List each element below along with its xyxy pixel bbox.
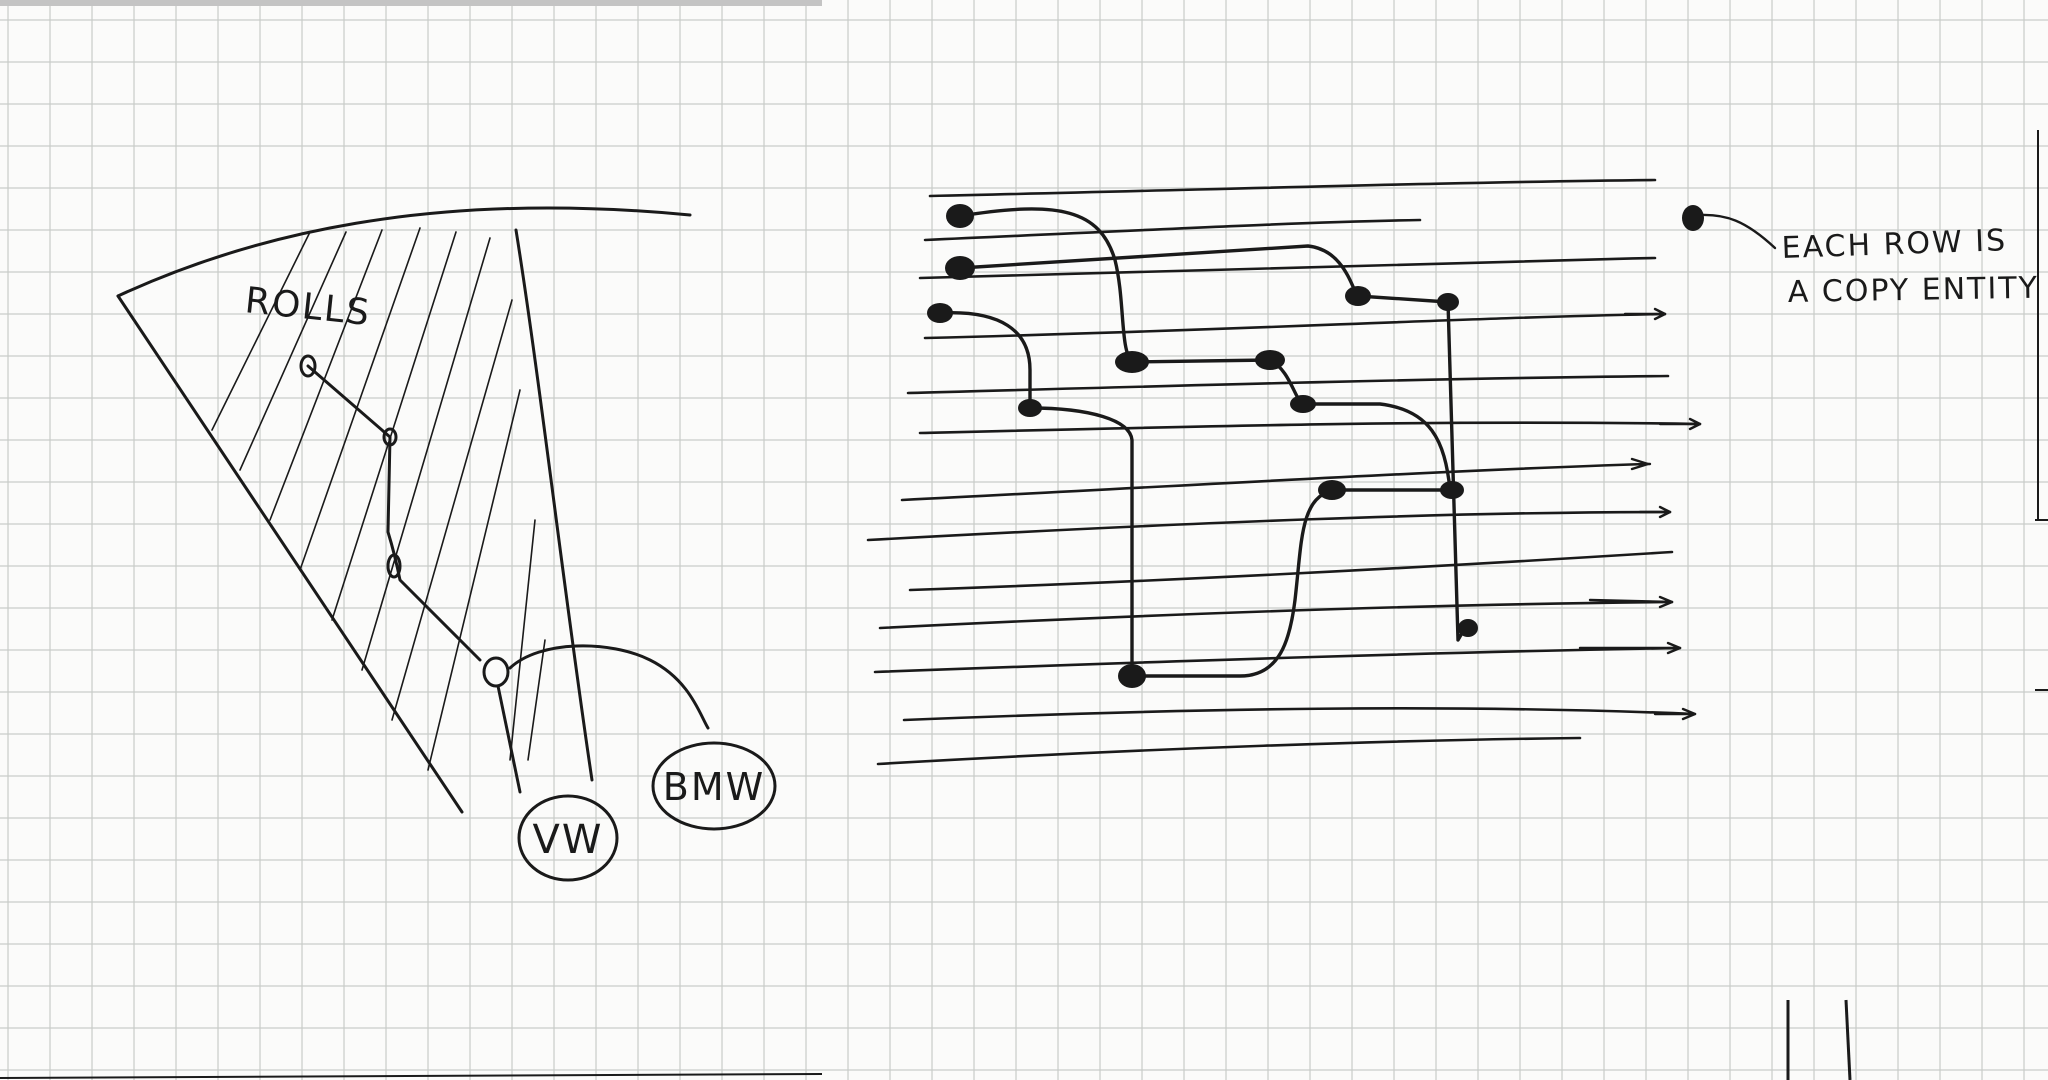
- row-dot: [1118, 664, 1146, 688]
- vw-node-circle: [517, 794, 619, 882]
- right-sketch: [866, 178, 1777, 766]
- row-line: [876, 736, 1582, 766]
- row-line: [918, 421, 1702, 435]
- connection-path: [1130, 358, 1272, 364]
- chain-node: [482, 656, 510, 688]
- chain-node: [386, 553, 402, 579]
- connection-path: [1268, 358, 1452, 492]
- row-line: [923, 218, 1422, 242]
- connection-path: [1130, 488, 1454, 678]
- scan-shadow-top: [0, 0, 822, 6]
- annotation-line-1: EACH ROW IS: [1781, 223, 2008, 266]
- row-dot: [927, 303, 953, 323]
- node-label-bmw: BMW: [663, 765, 765, 809]
- row-line: [928, 178, 1657, 198]
- row-dot: [1318, 480, 1346, 500]
- row-lines: [866, 178, 1702, 766]
- row-line: [878, 600, 1674, 630]
- row-dot: [1018, 399, 1042, 417]
- row-line: [908, 550, 1674, 592]
- chain-node: [382, 427, 398, 447]
- row-dot: [945, 256, 975, 280]
- connector-vw: [496, 684, 522, 794]
- row-line: [900, 462, 1650, 502]
- bmw-node-circle: [651, 741, 777, 831]
- connection-path: [958, 207, 1134, 364]
- fan-right-boundary: [514, 228, 594, 782]
- chain-path: [306, 364, 482, 662]
- fan-left-boundary: [116, 294, 464, 814]
- annotation-arrow: [1698, 213, 1777, 250]
- left-sketch: [116, 206, 777, 882]
- hatching: [211, 227, 546, 771]
- row-dot: [946, 204, 974, 228]
- row-dot: [1682, 205, 1704, 231]
- node-label-vw: VW: [533, 817, 604, 863]
- row-dot: [1440, 481, 1464, 499]
- row-dot: [1437, 293, 1459, 311]
- row-dot: [1290, 395, 1316, 413]
- row-line: [866, 510, 1672, 542]
- scan-artifacts: [0, 130, 2048, 1080]
- row-dot: [1255, 350, 1285, 370]
- annotation-line-2: A COPY ENTITY: [1788, 271, 2040, 310]
- row-dot: [1115, 351, 1149, 373]
- fan-arc: [116, 206, 692, 298]
- row-dot: [1345, 286, 1371, 306]
- connection-dots: [927, 204, 1704, 688]
- row-line: [873, 646, 1682, 674]
- row-dot: [1458, 619, 1478, 637]
- row-line: [923, 312, 1667, 340]
- row-line: [918, 256, 1657, 280]
- row-arrowheads: [1578, 307, 1702, 721]
- connector-bmw: [508, 644, 710, 730]
- row-line: [902, 707, 1697, 722]
- chain-node: [299, 354, 317, 378]
